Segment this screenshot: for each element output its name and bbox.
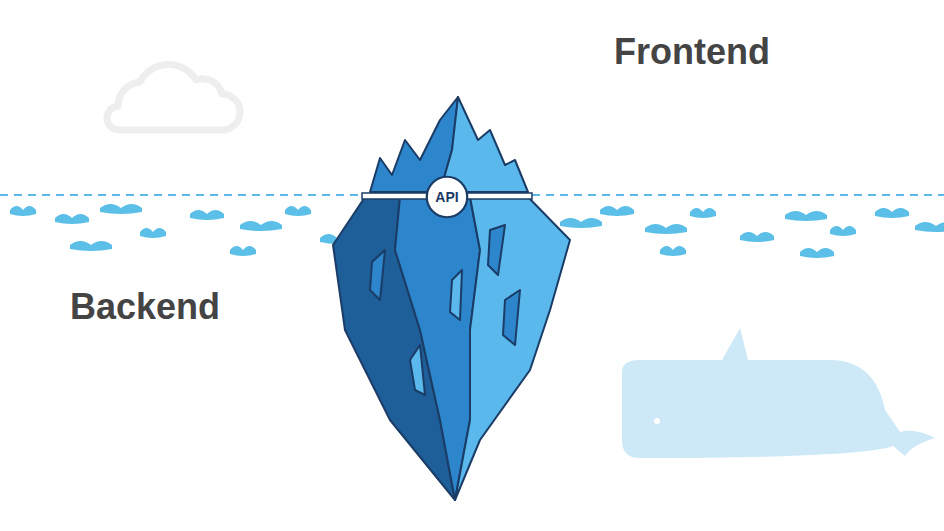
whale-eye bbox=[654, 418, 660, 424]
wave bbox=[190, 210, 224, 220]
wave bbox=[645, 224, 687, 234]
wave bbox=[10, 206, 36, 216]
wave bbox=[875, 208, 909, 218]
wave bbox=[285, 206, 311, 216]
wave bbox=[55, 214, 89, 224]
wave bbox=[785, 211, 827, 221]
node-label: API bbox=[435, 189, 458, 205]
wave bbox=[830, 226, 856, 236]
wave bbox=[100, 204, 142, 214]
wave bbox=[140, 228, 166, 238]
wave bbox=[690, 208, 716, 218]
region-label: Frontend bbox=[614, 32, 770, 72]
iceberg bbox=[333, 97, 570, 500]
wave bbox=[915, 222, 944, 232]
whale bbox=[622, 328, 935, 458]
wave bbox=[740, 232, 774, 242]
region-label: Backend bbox=[70, 287, 220, 327]
wave bbox=[600, 206, 634, 216]
wave bbox=[230, 246, 256, 256]
wave bbox=[800, 248, 834, 258]
wave bbox=[660, 246, 686, 256]
wave bbox=[560, 218, 602, 228]
cloud-outline bbox=[107, 64, 240, 130]
wave bbox=[70, 241, 112, 251]
wave bbox=[240, 221, 282, 231]
api-circle: API bbox=[425, 175, 469, 219]
